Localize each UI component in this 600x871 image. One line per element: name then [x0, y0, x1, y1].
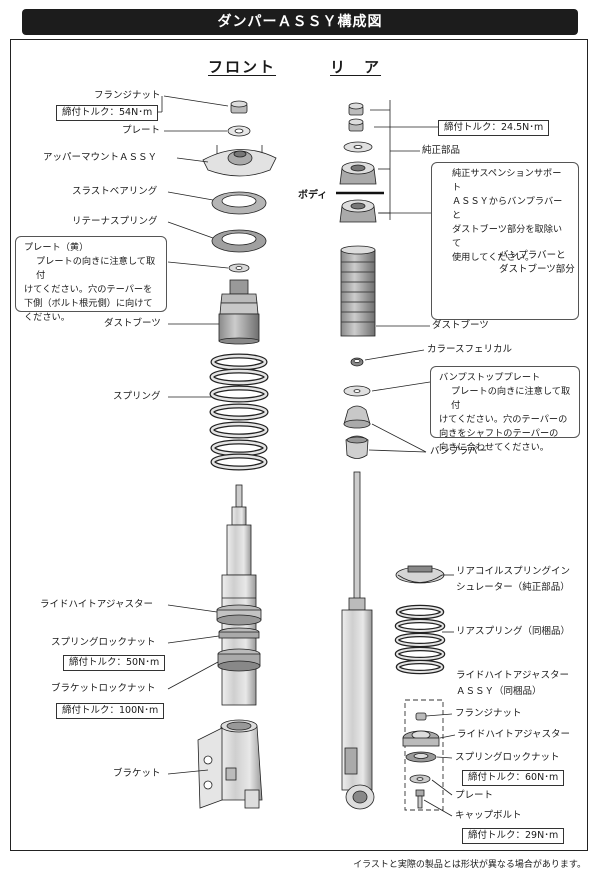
- rear-washer: [343, 141, 373, 153]
- front-column-title: フロント: [208, 58, 277, 76]
- rear-coil-insulator-label-2: シュレーター（純正部品）: [456, 582, 570, 593]
- front-upper-mount-label: アッパーマウントＡＳＳＹ: [43, 152, 158, 163]
- rear-flange-nut: [415, 712, 427, 721]
- rear-body-label: ボディ: [298, 190, 328, 201]
- rear-bump-plate: [343, 385, 371, 397]
- front-plate-note-title: プレート（黄）: [24, 242, 89, 253]
- rear-spring-label: リアスプリング（同梱品）: [456, 626, 571, 637]
- front-spring-lock-torque: 締付トルク：50N･m: [63, 655, 166, 671]
- front-plate-note-line: 下側（ボルト根元側）に向けて: [24, 298, 153, 309]
- front-bracket: [197, 719, 263, 809]
- rear-cap-bolt-torque: 締付トルク：29N･m: [462, 828, 565, 844]
- front-thrust-bearing-label: スラストベアリング: [72, 186, 158, 197]
- rear-ride-assy-label-2: ＡＳＳＹ（同梱品）: [456, 686, 542, 697]
- rear-cap-bolt-label: キャップボルト: [455, 810, 522, 821]
- rear-lower-bushing: [339, 199, 377, 223]
- rear-bump-rubber-lower: [345, 435, 369, 459]
- rear-genuine-label: 純正部品: [422, 145, 461, 156]
- bump-plate-note-line: プレートの向きに注意して取付: [451, 386, 571, 411]
- front-plate-note-line: けてください。穴のテーパーを: [24, 284, 153, 295]
- rear-bump-rubber-label: バンプラバー: [430, 446, 488, 457]
- bump-plate-note-line: 向きをシャフトのテーパーの: [439, 428, 559, 439]
- front-bracket-lock-torque: 締付トルク：100N･m: [56, 703, 165, 719]
- rear-coil-insulator: [395, 565, 445, 584]
- front-thrust-bearing: [211, 191, 267, 215]
- rear-nut-torque: 締付トルク：24.5N･m: [438, 120, 550, 136]
- rear-spring-lock-torque: 締付トルク：60N･m: [462, 770, 565, 786]
- rear-collar: [350, 357, 364, 367]
- front-damper-body: [216, 484, 262, 706]
- front-retainer-spring-label: リテーナスプリング: [72, 216, 158, 227]
- front-plate-label: プレート: [122, 125, 161, 136]
- rear-flange-nut-label: フランジナット: [455, 708, 522, 719]
- front-spring: [209, 353, 269, 471]
- rear-cap-bolt: [415, 789, 425, 809]
- front-spring-label: スプリング: [113, 391, 161, 402]
- rear-plate: [409, 774, 431, 784]
- front-bracket-lock-label: ブラケットロックナット: [51, 683, 156, 694]
- bump-plate-note-title: バンプストッププレート: [439, 372, 541, 383]
- front-dust-boot: [218, 279, 260, 345]
- rear-spring-lock-label: スプリングロックナット: [455, 752, 560, 763]
- support-note-line: ダストブーツ部分を取除いて: [452, 224, 563, 249]
- bump-plate-note-line: 向きに合わせてください。: [439, 442, 549, 453]
- rear-spring: [394, 604, 446, 675]
- front-yellow-plate: [228, 263, 250, 273]
- diagram-frame: [10, 39, 588, 851]
- support-note-line: 使用してください。: [452, 252, 535, 263]
- rear-ride-height-label: ライドハイトアジャスター: [457, 729, 570, 740]
- support-part-label-2: ダストブーツ部分: [499, 264, 575, 275]
- front-bracket-label: ブラケット: [113, 768, 161, 779]
- rear-column-title: リ ア: [330, 58, 382, 76]
- front-dust-boot-label: ダストブーツ: [104, 318, 161, 329]
- front-flange-nut-label: フランジナット: [94, 90, 161, 101]
- front-spring-lock-label: スプリングロックナット: [51, 637, 156, 648]
- rear-upper-bushing: [339, 161, 377, 185]
- rear-bump-rubber-upper: [343, 405, 371, 429]
- rear-ride-assy-label-1: ライドハイトアジャスター: [456, 670, 569, 681]
- front-plate-note-line: プレートの向きに注意して取付: [36, 256, 156, 281]
- support-note-line: 純正サスペンションサポート: [452, 168, 562, 193]
- front-plate-note: プレート（黄） プレートの向きに注意して取付 けてください。穴のテーパーを 下側…: [15, 236, 167, 323]
- rear-coil-insulator-label-1: リアコイルスプリングイン: [456, 566, 571, 577]
- rear-spring-lock-nut: [405, 751, 437, 763]
- rear-dust-boot-label: ダストブーツ: [432, 320, 489, 331]
- footer-disclaimer: イラストと実際の製品とは形状が異なる場合があります。: [353, 860, 586, 870]
- page-header: ダンパーＡＳＳＹ構成図: [22, 9, 578, 35]
- rear-ride-height-adjuster: [402, 730, 440, 747]
- rear-damper-body: [341, 471, 375, 810]
- rear-nut-1: [348, 102, 364, 116]
- rear-nut-2: [348, 118, 364, 132]
- front-flange-torque: 締付トルク：54N･m: [56, 105, 159, 121]
- rear-assy-dashed-box: [404, 699, 444, 811]
- front-flange-nut: [230, 100, 248, 114]
- rear-dust-boot: [340, 245, 376, 337]
- support-part-label-1: バンプラバーと: [499, 250, 566, 261]
- front-plate: [227, 125, 251, 137]
- front-plate-note-line: ください。: [24, 312, 70, 323]
- front-ride-height-label: ライドハイトアジャスター: [40, 599, 153, 610]
- rear-bump-plate-note: バンプストッププレート プレートの向きに注意して取付 けてください。穴のテーパー…: [430, 366, 580, 453]
- bump-plate-note-line: けてください。穴のテーパーの: [439, 414, 568, 425]
- support-note-line: ＡＳＳＹからバンプラバーと: [452, 196, 563, 221]
- rear-collar-label: カラースフェリカル: [427, 344, 513, 355]
- rear-support-note: 純正サスペンションサポート ＡＳＳＹからバンプラバーと ダストブーツ部分を取除い…: [431, 162, 579, 320]
- rear-plate-label: プレート: [455, 790, 494, 801]
- front-upper-mount: [202, 145, 277, 177]
- front-retainer-spring: [211, 229, 267, 253]
